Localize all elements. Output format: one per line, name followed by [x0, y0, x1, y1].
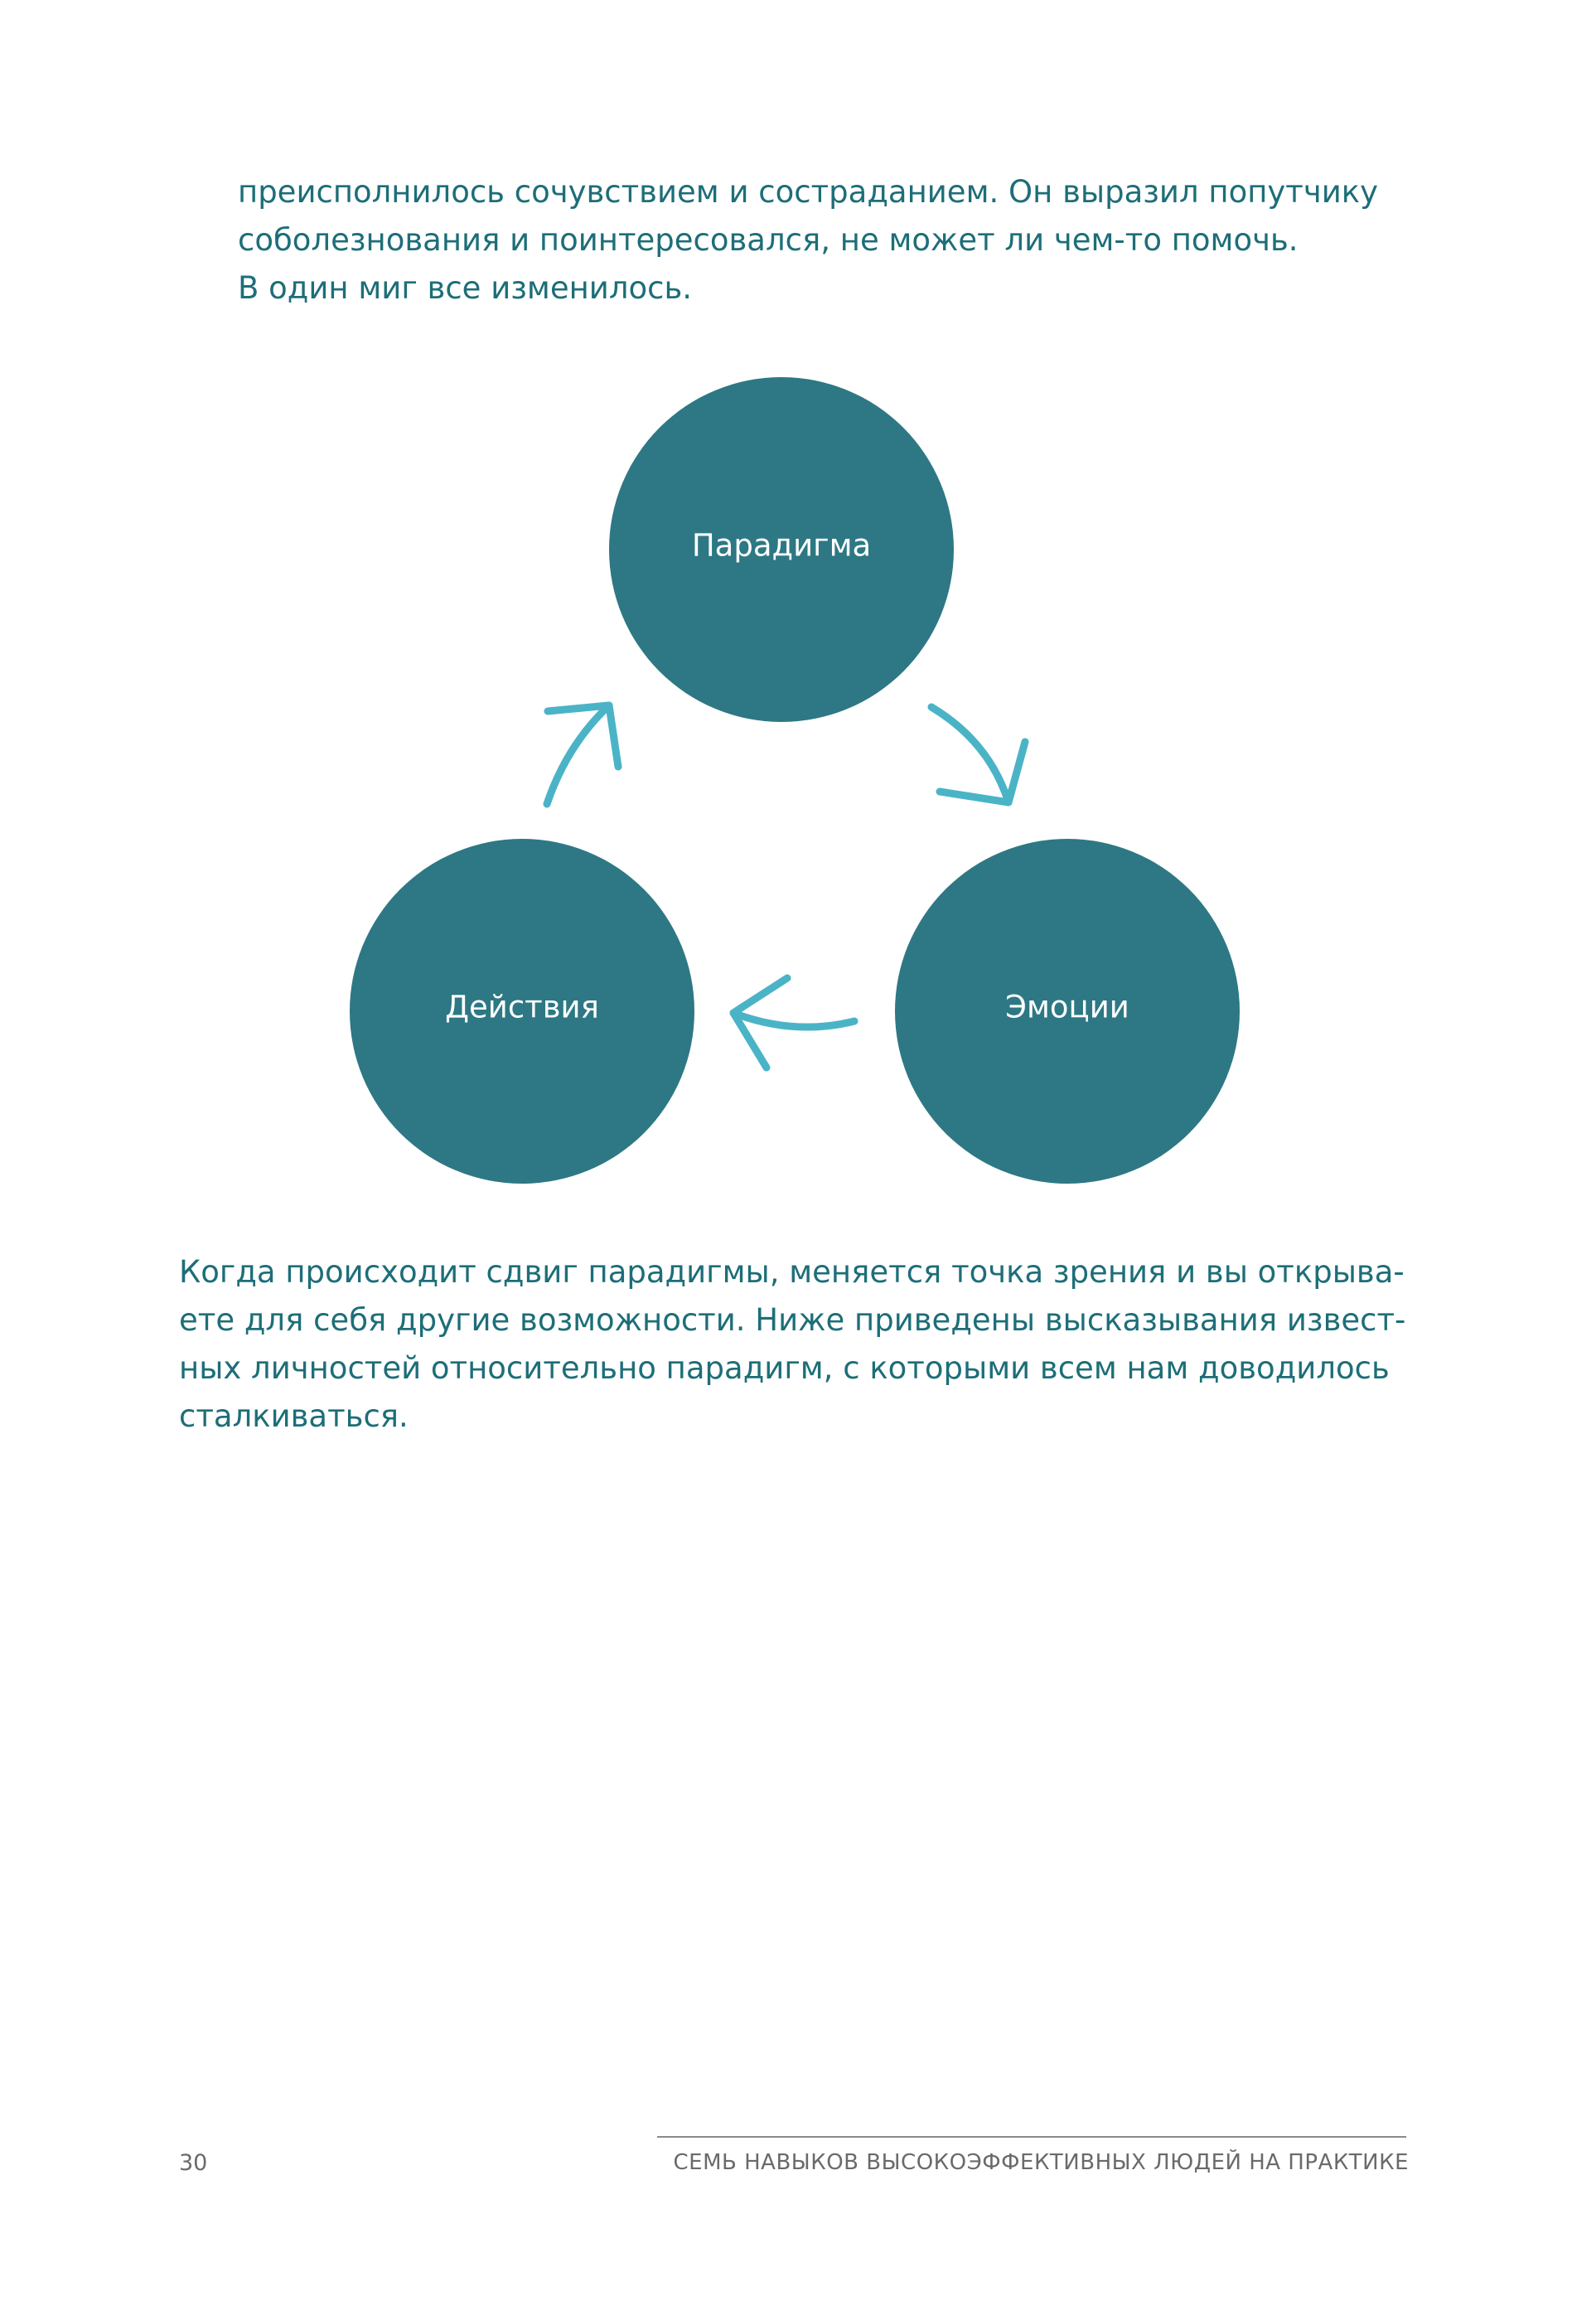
- node-emotions-label: Эмоции: [1005, 990, 1129, 1025]
- body-line: ных личностей относительно парадигм, с к…: [179, 1350, 1390, 1386]
- arrow-actions-to-paradigm-icon: [543, 701, 622, 808]
- body-paragraph: Когда происходит сдвиг парадигмы, меняет…: [179, 1248, 1405, 1441]
- intro-line: преисполнилось сочувствием и сострадание…: [238, 174, 1379, 210]
- node-actions: Действия: [350, 839, 694, 1184]
- node-paradigm: Парадигма: [609, 377, 954, 722]
- arrow-emotions-to-actions-icon: [729, 974, 858, 1072]
- body-line: ете для себя другие возможности. Ниже пр…: [179, 1302, 1406, 1338]
- node-paradigm-label: Парадигма: [692, 528, 871, 564]
- footer-divider: [657, 2136, 1406, 2138]
- intro-line: соболезнования и поинтересовался, не мож…: [238, 222, 1299, 258]
- paradigm-cycle-diagram: Парадигма Эмоции Действия: [350, 377, 1240, 1184]
- body-line: сталкиваться.: [179, 1398, 409, 1434]
- intro-paragraph: преисполнилось сочувствием и сострадание…: [238, 168, 1378, 312]
- node-actions-label: Действия: [445, 990, 599, 1025]
- page-number: 30: [179, 2150, 208, 2176]
- node-actions-circle: [350, 839, 694, 1184]
- body-line: Когда происходит сдвиг парадигмы, меняет…: [179, 1254, 1405, 1290]
- node-paradigm-circle: [609, 377, 954, 722]
- node-emotions: Эмоции: [895, 839, 1240, 1184]
- node-emotions-circle: [895, 839, 1240, 1184]
- running-title: СЕМЬ НАВЫКОВ ВЫСОКОЭФФЕКТИВНЫХ ЛЮДЕЙ НА …: [673, 2150, 1409, 2175]
- intro-line: В один миг все изменилось.: [238, 270, 693, 306]
- arrow-paradigm-to-emotions-icon: [927, 703, 1029, 807]
